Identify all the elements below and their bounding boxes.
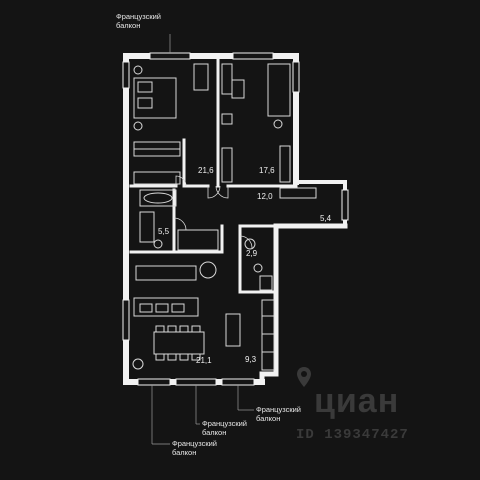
area-kitchen: 9,3 <box>245 355 257 364</box>
balcony-label-top: Французский балкон <box>116 12 161 30</box>
listing-id: ID 139347427 <box>296 427 409 443</box>
area-bedroom-1: 21,6 <box>198 166 214 175</box>
furniture <box>132 63 317 371</box>
area-bathroom-2: 2,9 <box>246 249 258 258</box>
balcony-label-line: Французский <box>202 419 247 428</box>
leader-lines <box>151 34 254 445</box>
windows <box>122 52 349 386</box>
cian-logo: циан <box>314 382 400 420</box>
area-balcony: 5,4 <box>320 214 332 223</box>
balcony-label-line: балкон <box>172 448 197 457</box>
area-hall: 12,0 <box>257 192 273 201</box>
balcony-label-line: балкон <box>116 21 141 30</box>
area-living: 21,1 <box>196 356 212 365</box>
balcony-label-line: Французский <box>172 439 217 448</box>
area-bathroom-1: 5,5 <box>158 227 170 236</box>
balcony-label-line: Французский <box>116 12 161 21</box>
balcony-label-line: балкон <box>202 428 227 437</box>
area-bedroom-2: 17,6 <box>259 166 275 175</box>
doors <box>173 175 253 249</box>
balcony-label-line: балкон <box>256 414 281 423</box>
balcony-label-bottom-right: Французский балкон <box>256 405 301 423</box>
balcony-label-line: Французский <box>256 405 301 414</box>
location-pin-icon <box>297 367 311 387</box>
balcony-label-bottom-left: Французский балкон <box>172 439 217 457</box>
balcony-label-bottom-mid: Французский балкон <box>202 419 247 437</box>
walls <box>123 53 348 385</box>
